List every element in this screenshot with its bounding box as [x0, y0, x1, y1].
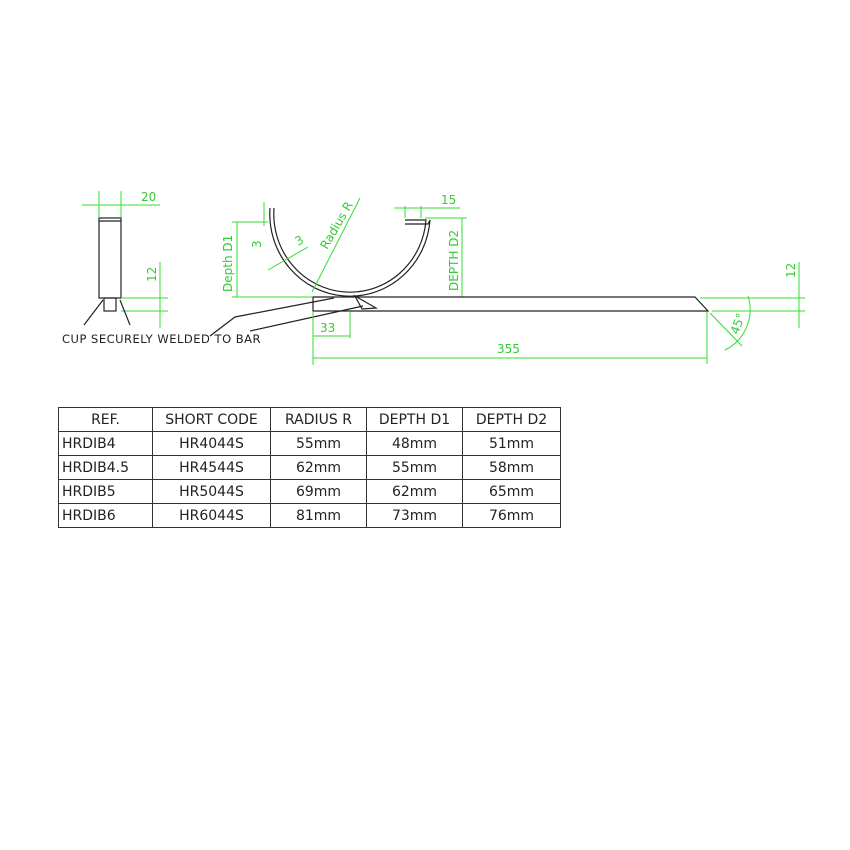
table-row: HRDIB4 HR4044S 55mm 48mm 51mm [58, 431, 561, 456]
table-header-row: REF. SHORT CODE RADIUS R DEPTH D1 DEPTH … [58, 407, 561, 432]
gutter-profile [269, 207, 431, 297]
dim-radius: Radius R [311, 197, 361, 293]
cell: 62mm [270, 455, 367, 480]
cell: 55mm [366, 455, 463, 480]
dim-bar-width-label: 20 [141, 190, 156, 204]
table-row: HRDIB6 HR6044S 81mm 73mm 76mm [58, 503, 561, 528]
dim-depth-d1: Depth D1 3 [221, 202, 312, 298]
dim-thickness: 3 [267, 233, 309, 271]
header-cell: REF. [58, 407, 153, 432]
cell: 55mm [270, 431, 367, 456]
angle-label: 45° [728, 311, 748, 336]
cell: HR4044S [152, 431, 271, 456]
table-row: HRDIB5 HR5044S 69mm 62mm 65mm [58, 479, 561, 504]
header-cell: SHORT CODE [152, 407, 271, 432]
cell: HRDIB4.5 [58, 455, 153, 480]
table-row: HRDIB4.5 HR4544S 62mm 55mm 58mm [58, 455, 561, 480]
dim-cup-height: 12 [121, 262, 168, 328]
bar-thickness-label: 12 [784, 263, 798, 278]
thickness-label: 3 [293, 233, 307, 249]
dim-cup-height-label: 12 [145, 267, 159, 282]
cell: 81mm [270, 503, 367, 528]
dim-bar-thickness: 12 [700, 262, 805, 328]
cell: HRDIB6 [58, 503, 153, 528]
cell: 76mm [462, 503, 561, 528]
header-cell: DEPTH D1 [366, 407, 463, 432]
depth-d2-label: DEPTH D2 [447, 230, 461, 291]
cell: HR6044S [152, 503, 271, 528]
cell: 58mm [462, 455, 561, 480]
dim-angle: 45° [709, 295, 751, 351]
header-cell: RADIUS R [270, 407, 367, 432]
header-cell: DEPTH D2 [462, 407, 561, 432]
cell: 69mm [270, 479, 367, 504]
cell: 51mm [462, 431, 561, 456]
dim-cup-offset: 33 [312, 312, 351, 365]
cup [103, 297, 117, 312]
depth-d1-label: Depth D1 [221, 235, 235, 292]
weld-note: CUP SECURELY WELDED TO BAR [62, 332, 261, 346]
cell: 48mm [366, 431, 463, 456]
cell: 65mm [462, 479, 561, 504]
dim-depth-d2: DEPTH D2 [425, 217, 467, 297]
bar-length-label: 355 [497, 342, 520, 356]
cell: HRDIB4 [58, 431, 153, 456]
cell: HR4544S [152, 455, 271, 480]
size-table: REF. SHORT CODE RADIUS R DEPTH D1 DEPTH … [58, 407, 561, 528]
cell: HRDIB5 [58, 479, 153, 504]
leaders [83, 294, 379, 337]
cell: 62mm [366, 479, 463, 504]
dim-bar-width: 20 [82, 190, 160, 217]
cup-offset-label: 33 [320, 321, 335, 335]
wall-label: 3 [250, 240, 264, 248]
cell: 73mm [366, 503, 463, 528]
dim-bar-length: 355 [313, 312, 708, 364]
side-view-bar [98, 217, 122, 312]
dim-lip: 15 [394, 193, 460, 218]
lip-label: 15 [441, 193, 456, 207]
cell: HR5044S [152, 479, 271, 504]
main-bar [312, 296, 710, 312]
